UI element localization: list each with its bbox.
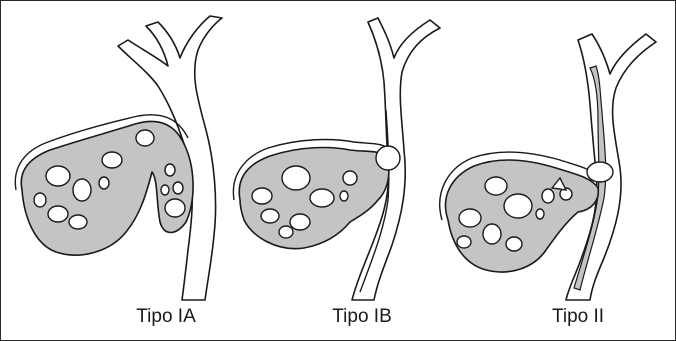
stone-ia-6 xyxy=(69,215,87,229)
stone-ib-9 xyxy=(376,146,400,170)
panel-tipo-ib xyxy=(233,18,440,300)
stone-ia-4 xyxy=(136,130,154,146)
stone-ii-1 xyxy=(485,177,507,195)
stone-ii-5 xyxy=(457,236,471,248)
stone-ia-3 xyxy=(102,152,122,168)
stone-ii-6 xyxy=(506,237,522,251)
stone-ia-11 xyxy=(161,185,169,195)
stone-ib-4 xyxy=(290,214,310,230)
label-tipo-ia: Tipo IA xyxy=(86,306,246,328)
panel-tipo-ii xyxy=(440,34,656,300)
stone-ib-2 xyxy=(252,188,272,204)
stone-ia-8 xyxy=(99,177,109,189)
stone-ia-12 xyxy=(165,199,185,217)
stone-ib-3 xyxy=(261,209,279,223)
stone-ii-11 xyxy=(587,162,613,182)
stone-ib-8 xyxy=(279,226,293,238)
stone-ia-1 xyxy=(46,166,70,186)
stone-ia-7 xyxy=(34,193,46,207)
stone-ii-3 xyxy=(459,209,481,227)
stone-ia-2 xyxy=(73,179,91,201)
stone-ia-5 xyxy=(48,206,68,222)
stone-ib-1 xyxy=(282,166,310,190)
stone-ii-7 xyxy=(542,189,554,203)
stone-ii-10 xyxy=(536,209,544,219)
stone-ii-4 xyxy=(483,224,501,244)
stone-ib-7 xyxy=(340,191,348,201)
stone-ia-10 xyxy=(173,182,183,194)
stone-ia-9 xyxy=(165,164,175,176)
label-tipo-ii: Tipo II xyxy=(498,306,658,328)
stone-ib-5 xyxy=(310,189,334,207)
stone-ii-2 xyxy=(504,194,532,218)
panel-tipo-ia xyxy=(15,16,222,300)
label-tipo-ib: Tipo IB xyxy=(282,306,442,328)
stone-ib-6 xyxy=(343,171,357,185)
